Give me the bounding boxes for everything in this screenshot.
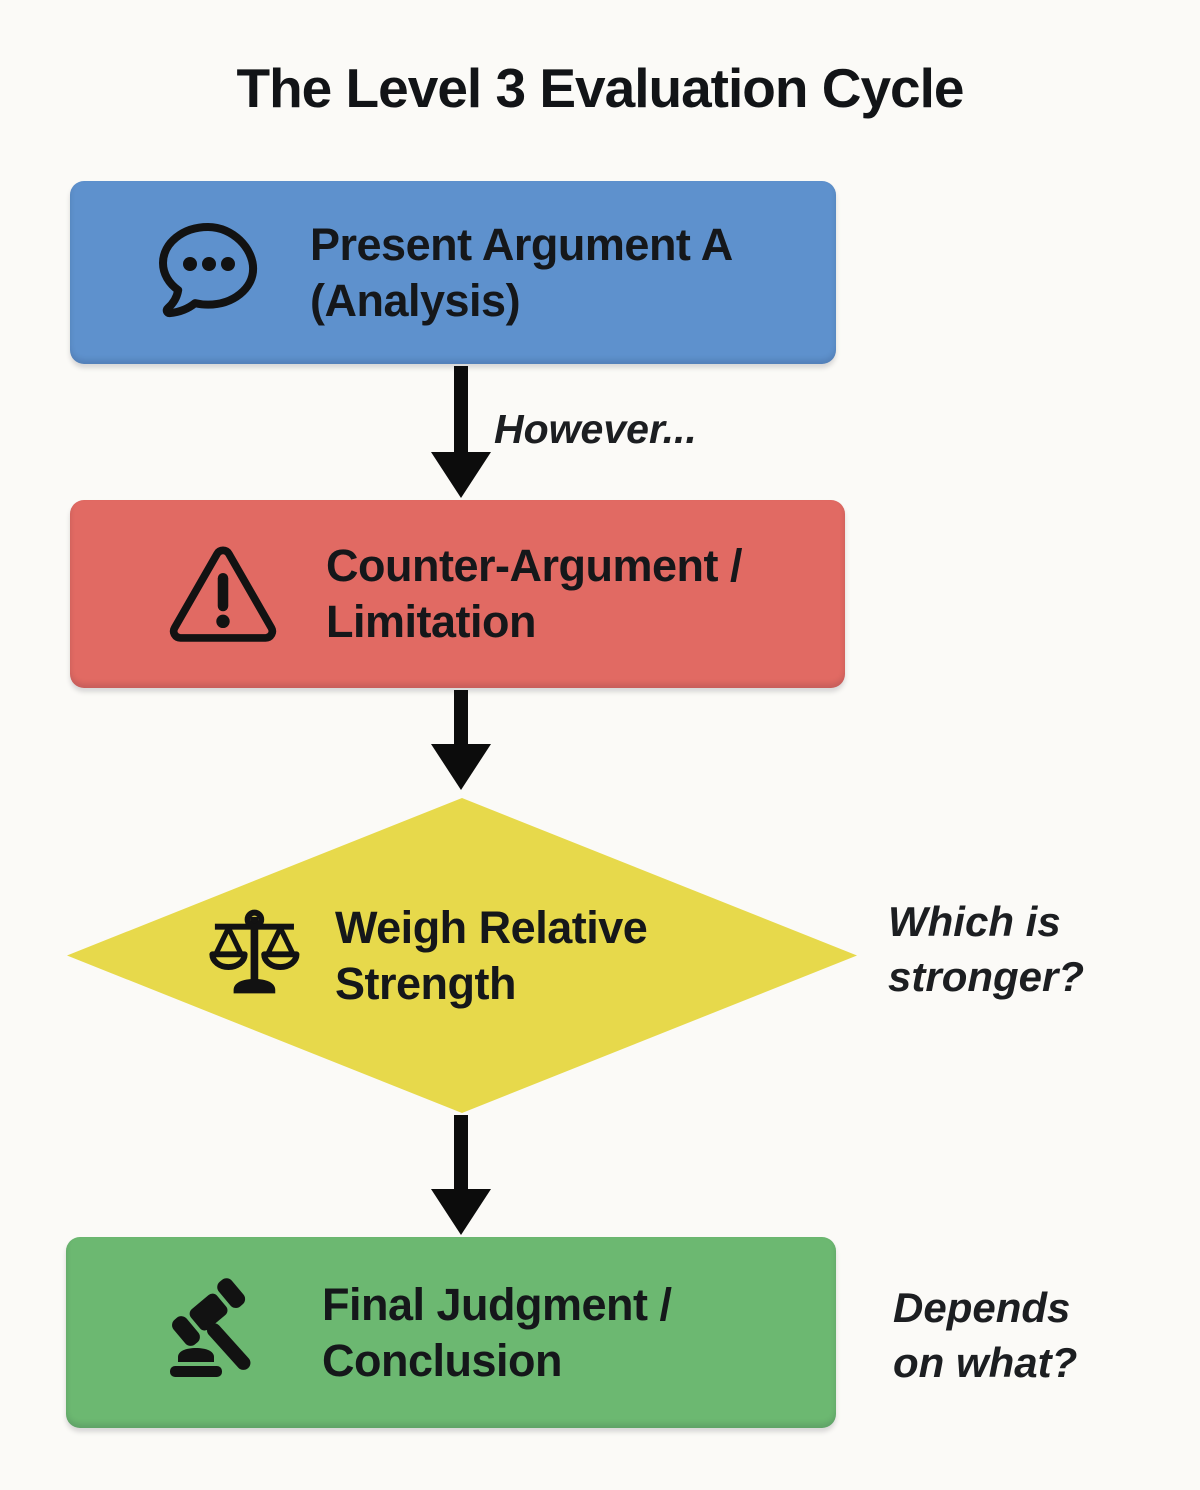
arrow-1-label: However... bbox=[494, 406, 697, 452]
step-weigh-strength-label: Weigh Relative Strength bbox=[335, 901, 648, 1009]
arrow-head-icon bbox=[431, 1189, 491, 1235]
arrow-down-3 bbox=[431, 1115, 491, 1235]
step-counter-argument: Counter-Argument / Limitation bbox=[70, 500, 845, 688]
warning-triangle-icon bbox=[162, 537, 284, 652]
diagram-title: The Level 3 Evaluation Cycle bbox=[236, 57, 964, 119]
step-weigh-strength: Weigh Relative Strength bbox=[67, 798, 857, 1113]
final-judgment-note: Depends on what? bbox=[893, 1284, 1078, 1386]
step-final-judgment: Final Judgment / Conclusion bbox=[66, 1237, 836, 1428]
gavel-icon bbox=[158, 1273, 282, 1393]
step-present-argument-label: Present Argument A (Analysis) bbox=[310, 218, 733, 326]
balance-scale-icon bbox=[203, 895, 305, 1017]
chat-bubble-icon bbox=[148, 213, 268, 333]
weigh-strength-note: Which is stronger? bbox=[888, 898, 1085, 1000]
arrow-head-icon bbox=[431, 744, 491, 790]
step-counter-argument-label: Counter-Argument / Limitation bbox=[326, 540, 742, 647]
arrow-down-1 bbox=[431, 366, 491, 498]
step-final-judgment-label: Final Judgment / Conclusion bbox=[322, 1278, 672, 1386]
arrow-down-2 bbox=[431, 690, 491, 790]
step-present-argument: Present Argument A (Analysis) bbox=[70, 181, 836, 364]
arrow-head-icon bbox=[431, 452, 491, 498]
